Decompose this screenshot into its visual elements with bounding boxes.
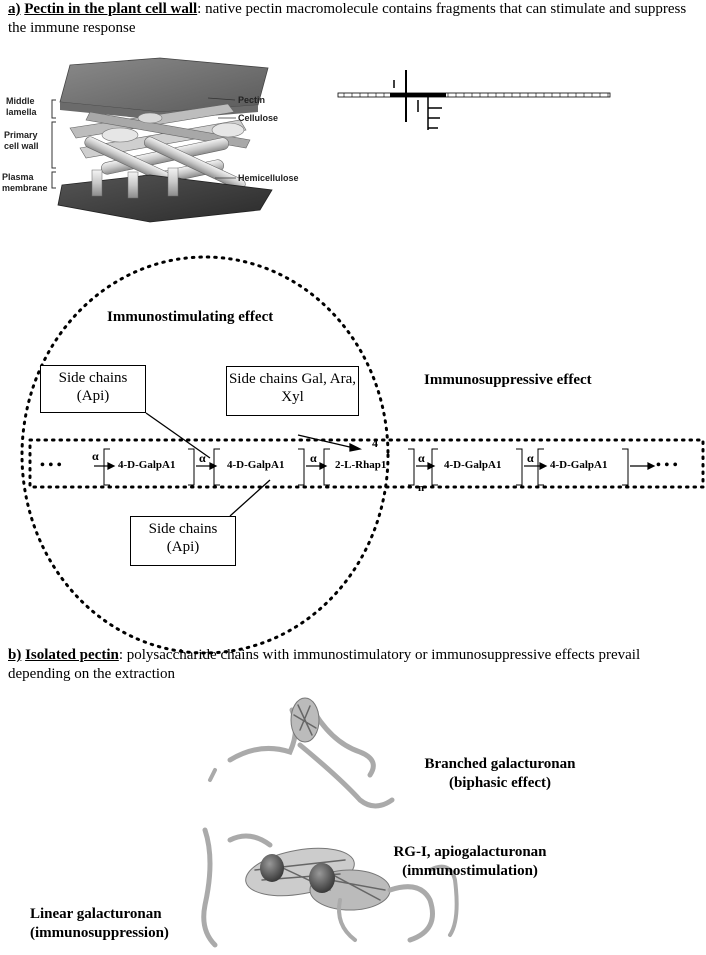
unit-rha: 2-L-Rhap1 [335, 459, 387, 471]
linear-galacturonan-label: Linear galacturonan (immunosuppression) [30, 905, 205, 943]
cell-wall-illustration [51, 57, 273, 223]
rha-position-4: 4 [372, 436, 378, 450]
plasma-membrane-slab [57, 174, 273, 223]
chain-brackets [103, 448, 629, 486]
immunostimulating-effect-label: Immunostimulating effect [107, 309, 274, 325]
side-chains-box-top-left: Side chains (Api) [40, 365, 146, 413]
side-chain-connectors [145, 412, 362, 517]
section-b-caption: b) Isolated pectin: polysaccharide chain… [8, 646, 698, 684]
section-b-title: Isolated pectin [25, 647, 119, 663]
side-chains-box-top-right: Side chains Gal, Ara, Xyl [226, 366, 359, 416]
label-cellulose: Cellulose [238, 113, 279, 123]
rg1-effect: (immunostimulation) [402, 863, 538, 879]
section-b-text: : polysaccharide chains with immunostimu… [8, 647, 641, 682]
chain-ladder-schematic [337, 70, 611, 130]
unit-galpa-2: 4-D-GalpA1 [227, 459, 285, 471]
chain-arrows [94, 462, 656, 470]
immunosuppressive-effect-label: Immunosuppressive effect [424, 372, 592, 388]
chain-ellipsis-right: • • • [656, 458, 678, 473]
alpha-2: α [199, 451, 206, 465]
label-pectin: Pectin [238, 95, 266, 105]
section-a-text: : native pectin macromolecule contains f… [8, 1, 687, 36]
label-primary-cell-wall: Primary cell wall [4, 130, 39, 151]
immunostimulating-region [20, 255, 390, 655]
middle-lamella-slab [59, 57, 269, 113]
section-b-letter: b) [8, 647, 22, 663]
section-a-caption: a) Pectin in the plant cell wall: native… [8, 0, 698, 38]
section-a-title: Pectin in the plant cell wall [24, 1, 198, 17]
branched-effect: (biphasic effect) [448, 775, 552, 791]
alpha-1: α [92, 449, 99, 463]
isolated-pectin-render [201, 697, 459, 948]
alpha-4: α [418, 451, 425, 465]
rg1-label: RG-I, apiogalacturonan (immunostimulatio… [370, 843, 570, 881]
label-hemicellulose: Hemicellulose [238, 173, 299, 183]
section-a-letter: a) [8, 1, 21, 17]
unit-galpa-4: 4-D-GalpA1 [550, 459, 608, 471]
unit-galpa-3: 4-D-GalpA1 [444, 459, 502, 471]
immunosuppressive-region [28, 438, 705, 489]
branched-galacturonan-label: Branched galacturonan (biphasic effect) [400, 755, 600, 793]
alpha-5: α [527, 451, 534, 465]
rg1-name: RG-I, apiogalacturonan [393, 844, 547, 860]
label-middle-lamella: Middle lamella [6, 96, 37, 117]
chain-ellipsis-left: • • • [40, 458, 62, 473]
unit-galpa-1: 4-D-GalpA1 [118, 459, 176, 471]
side-chains-box-bottom: Side chains (Api) [130, 516, 236, 566]
repeat-n: n [418, 482, 425, 494]
alpha-3: α [310, 451, 317, 465]
linear-effect: (immunosuppression) [30, 925, 169, 941]
linear-name: Linear galacturonan [30, 906, 162, 922]
label-plasma-membrane: Plasma membrane [2, 172, 48, 193]
branched-name: Branched galacturonan [424, 756, 576, 772]
